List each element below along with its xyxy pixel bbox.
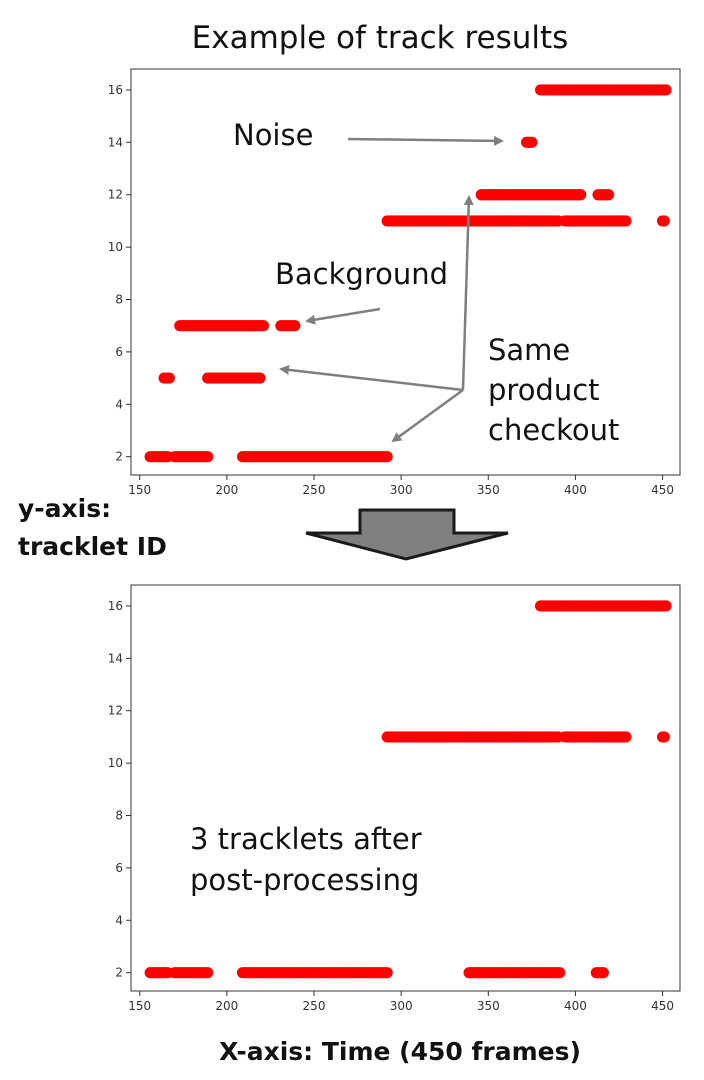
chart-before-post-processing: 2 4 6 8 10 12 14 16 150 200 250 300 350 400 450 [108, 68, 681, 497]
data-point [257, 320, 270, 332]
background-arrow [305, 307, 381, 325]
data-point [660, 84, 672, 96]
data-point [620, 215, 632, 227]
y-axis-note-line1: y-axis: [18, 494, 111, 523]
same-product-arrow-left [279, 364, 464, 392]
data-point [602, 189, 615, 201]
data-point [658, 731, 670, 743]
y-tick-label: 10 [108, 756, 123, 770]
x-tick-label: 200 [215, 483, 238, 497]
same-product-label-line2: product [488, 373, 600, 407]
data-points [144, 84, 672, 463]
data-point [381, 967, 393, 979]
y-tick-label: 12 [108, 188, 123, 202]
x-tick-label: 400 [564, 483, 587, 497]
chart-after-post-processing: 2 4 6 8 10 12 14 16 150 200 250 300 350 400 450 [108, 584, 681, 1013]
same-product-label-line3: checkout [488, 413, 619, 447]
data-point [554, 967, 566, 979]
data-point [381, 451, 393, 463]
y-tick-label: 16 [108, 83, 123, 97]
x-tick-label: 400 [564, 999, 587, 1013]
x-tick-label: 150 [128, 483, 151, 497]
y-tick-group: 2 4 6 8 10 12 14 16 [108, 83, 131, 464]
data-point [289, 320, 301, 332]
data-point [660, 600, 672, 612]
data-point [202, 451, 214, 463]
x-tick-group: 150 200 250 300 350 400 450 [128, 991, 674, 1013]
data-point [163, 372, 175, 384]
y-tick-label: 10 [108, 240, 123, 254]
page-title: Example of track results [192, 20, 569, 56]
plot-frame [130, 68, 681, 476]
same-product-arrow-down [391, 388, 464, 443]
x-tick-label: 250 [303, 999, 326, 1013]
background-label: Background [275, 257, 448, 291]
noise-label: Noise [233, 118, 313, 152]
x-axis-note: X-axis: Time (450 frames) [219, 1037, 581, 1066]
x-tick-label: 350 [477, 999, 500, 1013]
x-tick-label: 150 [128, 999, 151, 1013]
y-axis-note-line2: tracklet ID [18, 532, 167, 561]
data-point [658, 215, 670, 227]
y-tick-label: 4 [115, 397, 123, 411]
data-point [575, 189, 587, 201]
y-tick-label: 8 [115, 293, 123, 307]
y-tick-label: 6 [115, 345, 123, 359]
data-point [526, 136, 538, 148]
x-tick-label: 250 [303, 483, 326, 497]
same-product-label-line1: Same [488, 333, 570, 367]
data-point [597, 967, 609, 979]
same-product-arrow-up [461, 195, 474, 391]
y-tick-label: 14 [108, 135, 123, 149]
x-tick-label: 300 [390, 999, 413, 1013]
data-point [254, 372, 266, 384]
data-point [620, 731, 632, 743]
y-tick-label: 2 [115, 966, 123, 980]
x-tick-label: 450 [651, 483, 674, 497]
x-tick-label: 350 [477, 483, 500, 497]
noise-arrow [347, 135, 504, 146]
y-tick-label: 2 [115, 450, 123, 464]
y-tick-label: 14 [108, 651, 123, 665]
after-label-line2: post-processing [190, 863, 419, 897]
x-tick-label: 450 [651, 999, 674, 1013]
y-tick-group: 2 4 6 8 10 12 14 16 [108, 599, 131, 980]
y-tick-label: 16 [108, 599, 123, 613]
x-tick-label: 200 [215, 999, 238, 1013]
plot-frame [130, 584, 681, 992]
transition-arrow-icon [305, 508, 509, 561]
x-tick-group: 150 200 250 300 350 400 450 [128, 475, 674, 497]
after-label-line1: 3 tracklets after [190, 822, 422, 856]
y-tick-label: 4 [115, 913, 123, 927]
y-tick-label: 6 [115, 861, 123, 875]
data-points [144, 600, 672, 979]
y-tick-label: 8 [115, 809, 123, 823]
x-tick-label: 300 [390, 483, 413, 497]
y-tick-label: 12 [108, 704, 123, 718]
data-point [202, 967, 214, 979]
